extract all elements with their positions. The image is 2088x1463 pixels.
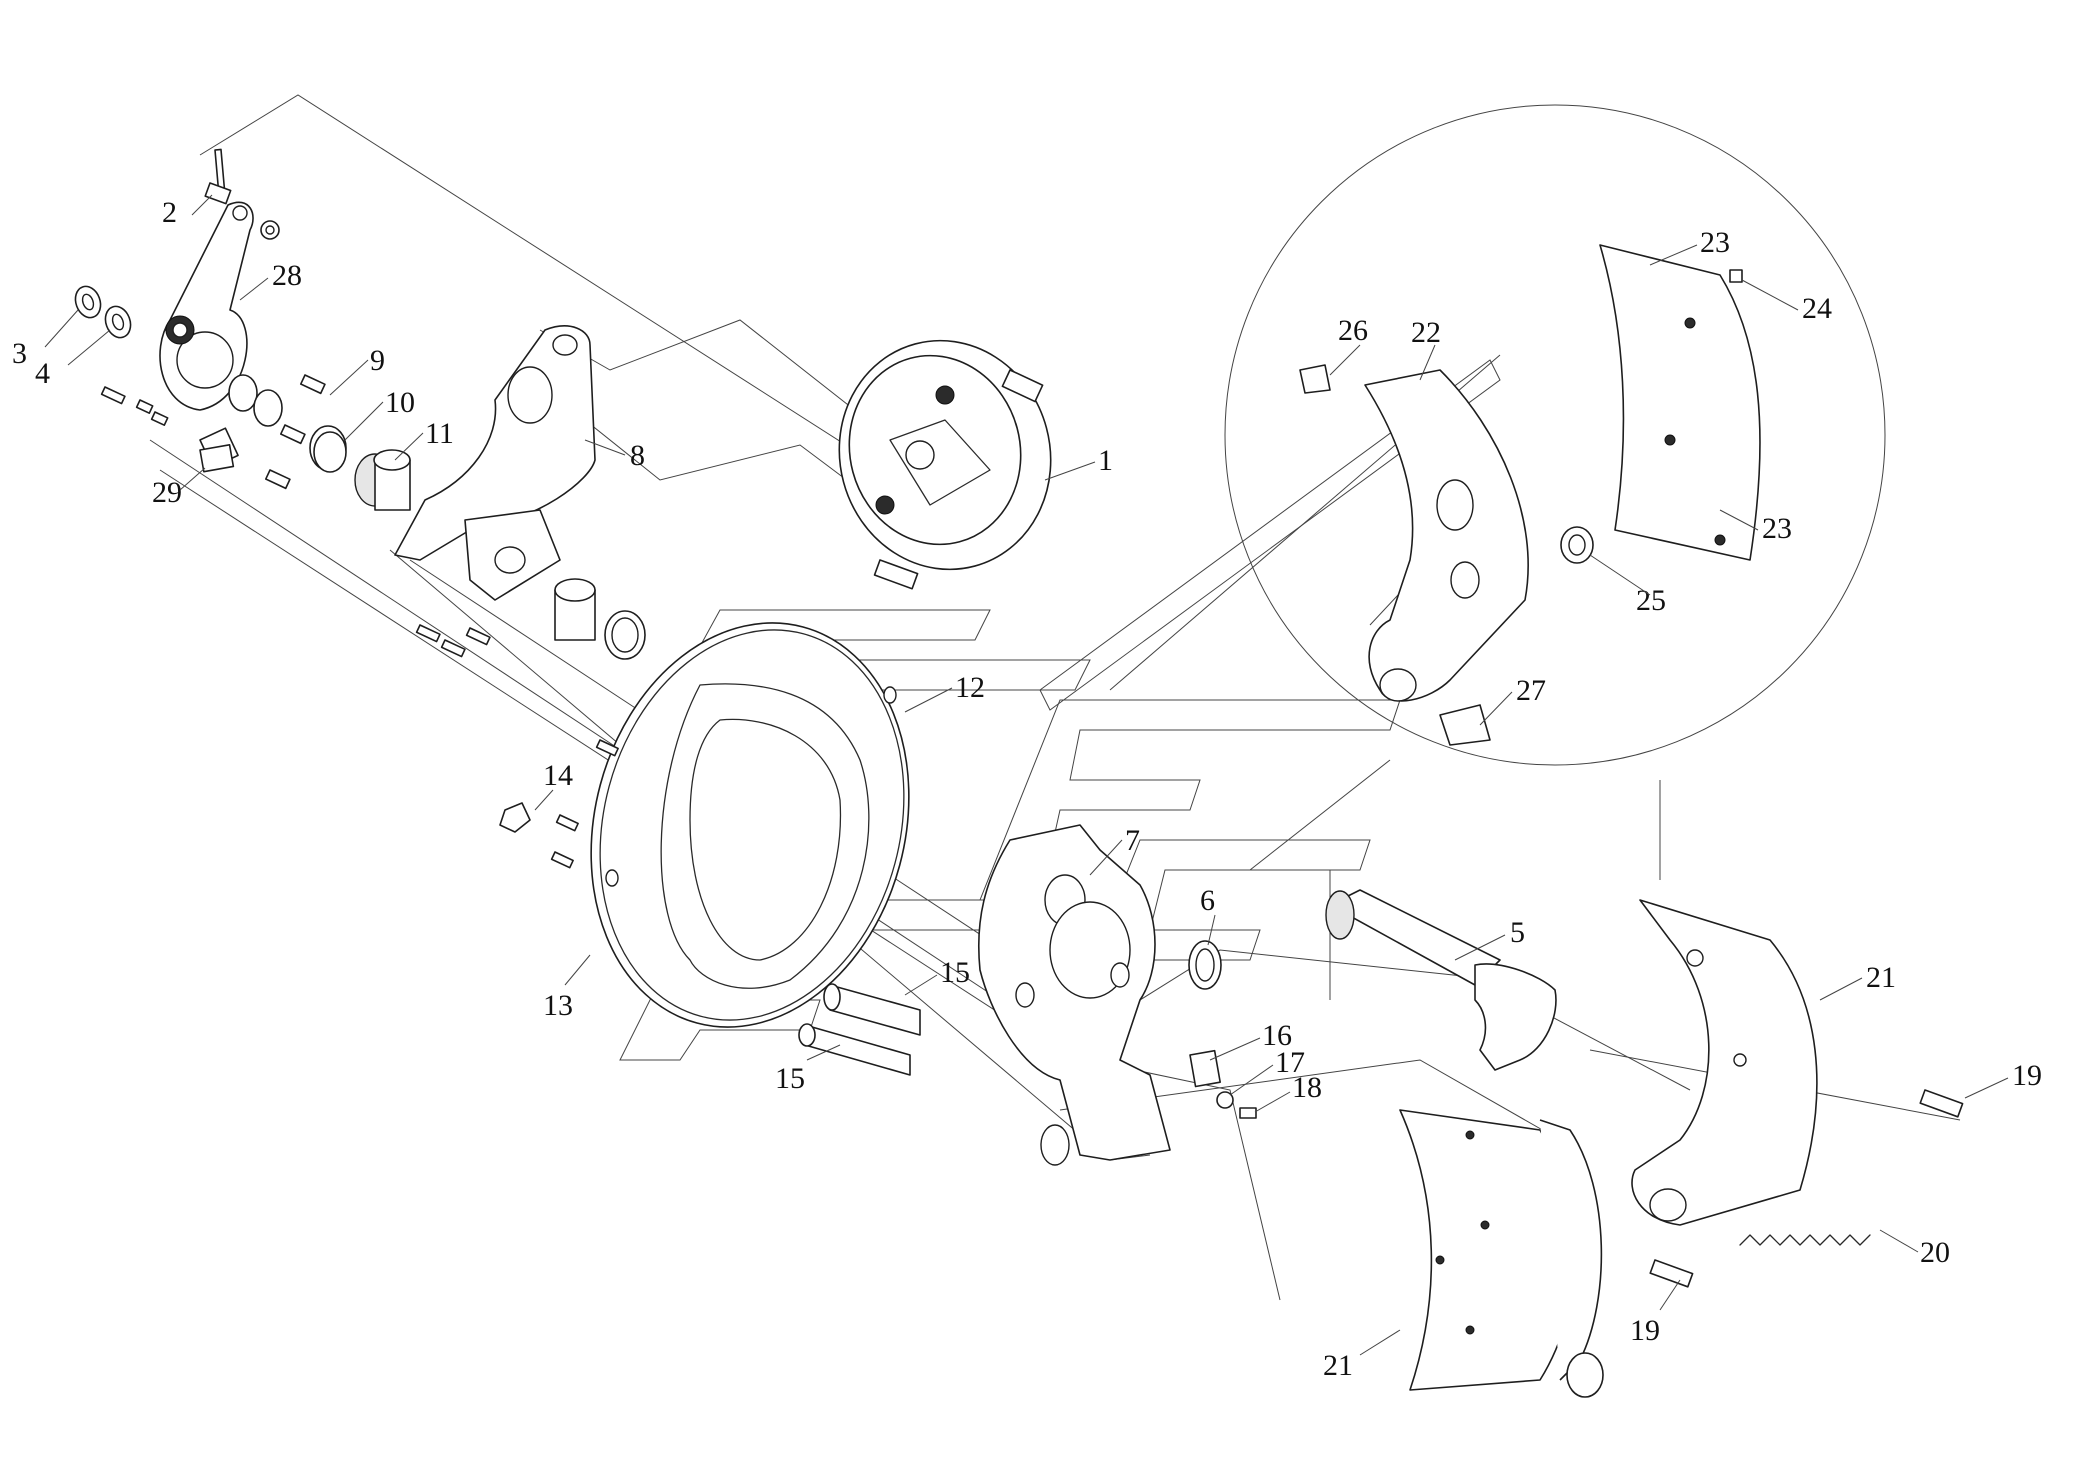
shoe-pins-and-spring — [1649, 1089, 1964, 1288]
callout-13: 13 — [543, 989, 573, 1022]
callout-16: 16 — [1262, 1019, 1292, 1052]
anchor-pins — [798, 983, 921, 1076]
callout-26: 26 — [1338, 314, 1368, 347]
dust-shield — [590, 622, 910, 1028]
camshaft-seal — [1188, 940, 1222, 990]
slack-adjuster — [159, 148, 254, 411]
callout-21-right: 21 — [1866, 961, 1896, 994]
callout-labels: 1 2 3 4 5 6 7 8 9 10 11 12 13 14 15 15 1… — [12, 196, 2042, 1382]
callout-9: 9 — [370, 344, 385, 377]
brake-shoe-right — [1631, 899, 1818, 1226]
callout-14: 14 — [543, 759, 573, 792]
callout-leader-lines — [44, 194, 2009, 1356]
clevis-pin — [199, 443, 235, 473]
callout-20: 20 — [1920, 1236, 1950, 1269]
callout-18: 18 — [1292, 1071, 1322, 1104]
detail-magnifier-circle — [1224, 104, 1886, 766]
detail-shoe-with-linings — [1299, 244, 1761, 746]
callout-10: 10 — [385, 386, 415, 419]
callout-23-top: 23 — [1700, 226, 1730, 259]
callout-19-right: 19 — [2012, 1059, 2042, 1092]
callout-15-lower: 15 — [775, 1062, 805, 1095]
bushings-seals — [313, 431, 646, 660]
callout-28: 28 — [272, 259, 302, 292]
shield-bolts — [499, 739, 619, 869]
callout-12: 12 — [955, 671, 985, 704]
small-bolts-left — [100, 374, 491, 658]
callout-5: 5 — [1510, 916, 1525, 949]
callout-1: 1 — [1098, 444, 1113, 477]
brake-spider — [977, 824, 1171, 1166]
callout-24: 24 — [1802, 292, 1832, 325]
callout-21-left: 21 — [1323, 1349, 1353, 1382]
callout-27: 27 — [1516, 674, 1546, 707]
callout-22: 22 — [1411, 316, 1441, 349]
callout-3: 3 — [12, 337, 27, 370]
pin — [204, 182, 232, 205]
callout-17: 17 — [1275, 1046, 1305, 1079]
brake-chamber — [838, 339, 1052, 590]
callout-29: 29 — [152, 476, 182, 509]
small-parts-16-18 — [1189, 1049, 1257, 1119]
callout-2: 2 — [162, 196, 177, 229]
callout-15-upper: 15 — [940, 956, 970, 989]
callout-19-bottom: 19 — [1630, 1314, 1660, 1347]
callout-8: 8 — [630, 439, 645, 472]
callout-11: 11 — [425, 417, 454, 450]
chamber-bracket — [394, 325, 596, 601]
callout-23-bottom: 23 — [1762, 512, 1792, 545]
callout-6: 6 — [1200, 884, 1215, 917]
s-camshaft — [1325, 889, 1557, 1071]
callout-4: 4 — [35, 357, 50, 390]
brake-shoe-left — [1399, 1109, 1604, 1398]
callout-7: 7 — [1125, 824, 1140, 857]
